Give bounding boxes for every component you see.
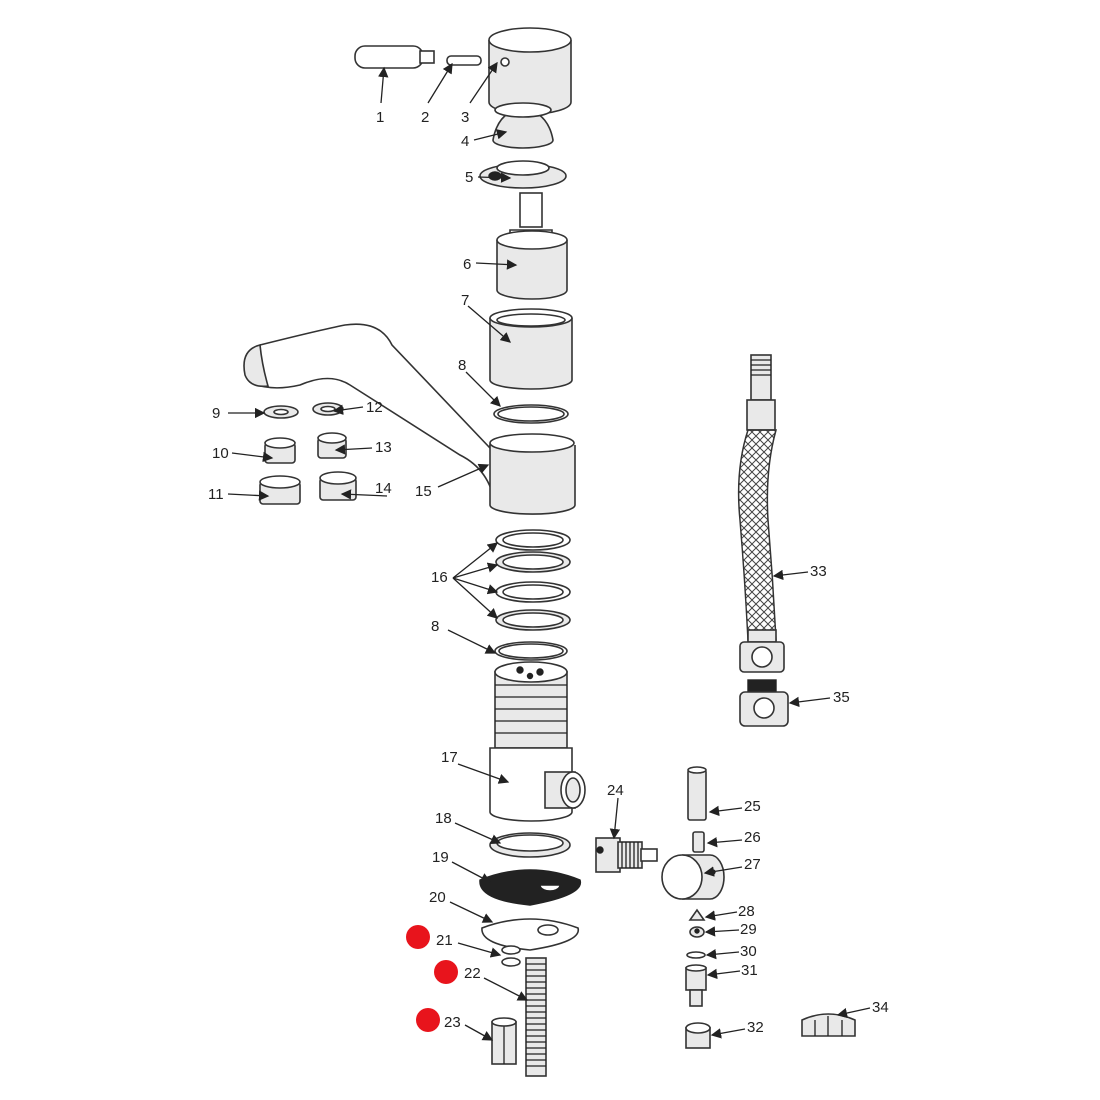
part-34-cap-nut — [801, 1013, 856, 1037]
label-part-16: 16 — [431, 569, 448, 586]
part-1-pin — [354, 45, 435, 69]
part-33-braided-hose — [737, 354, 785, 673]
part-26-small-pin — [692, 831, 705, 853]
part-15-spout — [243, 323, 576, 515]
part-4-dome-cap — [492, 102, 554, 149]
label-part-21: 21 — [436, 932, 453, 949]
part-23-hex-nut — [491, 1017, 517, 1065]
label-part-1: 1 — [376, 109, 384, 126]
label-part-25: 25 — [744, 798, 761, 815]
label-part-20: 20 — [429, 889, 446, 906]
part-30-washer — [686, 951, 706, 959]
part-20-clamp-plate — [481, 918, 579, 951]
part-19-gasket — [479, 869, 582, 906]
part-21-washers — [501, 945, 521, 967]
label-part-7: 7 — [461, 292, 469, 309]
part-11-aerator-housing — [259, 475, 301, 505]
label-part-22: 22 — [464, 965, 481, 982]
part-31-fitting — [685, 964, 707, 1007]
part-8-o-ring — [493, 404, 569, 424]
part-22-threaded-rod — [525, 957, 547, 1077]
part-29-nut — [689, 926, 705, 938]
label-part-12: 12 — [366, 399, 383, 416]
part-3-handle — [488, 27, 572, 115]
label-part-3: 3 — [461, 109, 469, 126]
label-part-19: 19 — [432, 849, 449, 866]
label-part-23: 23 — [444, 1014, 461, 1031]
label-part-13: 13 — [375, 439, 392, 456]
label-part-26: 26 — [744, 829, 761, 846]
part-6-cartridge — [496, 192, 568, 300]
part-13-aerator-insert — [317, 432, 347, 459]
label-part-11: 11 — [208, 486, 224, 503]
label-part-31: 31 — [741, 962, 758, 979]
part-17-valve-body — [489, 661, 586, 822]
label-part-8: 8 — [458, 357, 466, 374]
label-part-28: 28 — [738, 903, 755, 920]
part-24-diverter-valve — [595, 837, 658, 873]
part-10-aerator-insert — [264, 437, 296, 464]
part-18-ring — [489, 832, 571, 858]
label-part-17: 17 — [441, 749, 458, 766]
label-part-29: 29 — [740, 921, 757, 938]
label-part-34: 34 — [872, 999, 889, 1016]
label-part-6: 6 — [463, 256, 471, 273]
label-part-9: 9 — [212, 405, 220, 422]
part-27-knob — [661, 854, 725, 900]
part-28-cap — [688, 908, 706, 921]
label-part-33: 33 — [810, 563, 827, 580]
label-part-4: 4 — [461, 133, 469, 150]
part-9-washer — [263, 405, 299, 419]
label-part-30: 30 — [740, 943, 757, 960]
label-part-35: 35 — [833, 689, 850, 706]
part-35-connector-nut — [739, 679, 789, 727]
part-32-nut — [685, 1022, 711, 1049]
label-part-32: 32 — [747, 1019, 764, 1036]
label-part-2: 2 — [421, 109, 429, 126]
part-8-o-ring-lower — [494, 641, 568, 661]
part-2-small-pin — [446, 55, 482, 66]
label-part-15: 15 — [415, 483, 432, 500]
label-part-18: 18 — [435, 810, 452, 827]
label-part-8-lower: 8 — [431, 618, 439, 635]
highlight-marker-21[interactable] — [406, 925, 430, 949]
part-12-washer — [312, 402, 344, 416]
highlight-marker-23[interactable] — [416, 1008, 440, 1032]
part-labels: 1 2 3 4 5 6 7 8 9 10 11 12 13 14 15 16 8… — [208, 109, 889, 1036]
part-16-rings — [495, 529, 571, 631]
leader-lines — [227, 61, 871, 1041]
label-part-27: 27 — [744, 856, 761, 873]
highlight-marker-22[interactable] — [434, 960, 458, 984]
label-part-14: 14 — [375, 480, 392, 497]
label-part-5: 5 — [465, 169, 473, 186]
part-25-pin — [687, 766, 707, 821]
part-7-sleeve — [489, 308, 573, 390]
label-part-10: 10 — [212, 445, 229, 462]
label-part-24: 24 — [607, 782, 624, 799]
part-14-aerator-housing — [319, 471, 357, 501]
part-5-ring-nut — [479, 160, 567, 189]
